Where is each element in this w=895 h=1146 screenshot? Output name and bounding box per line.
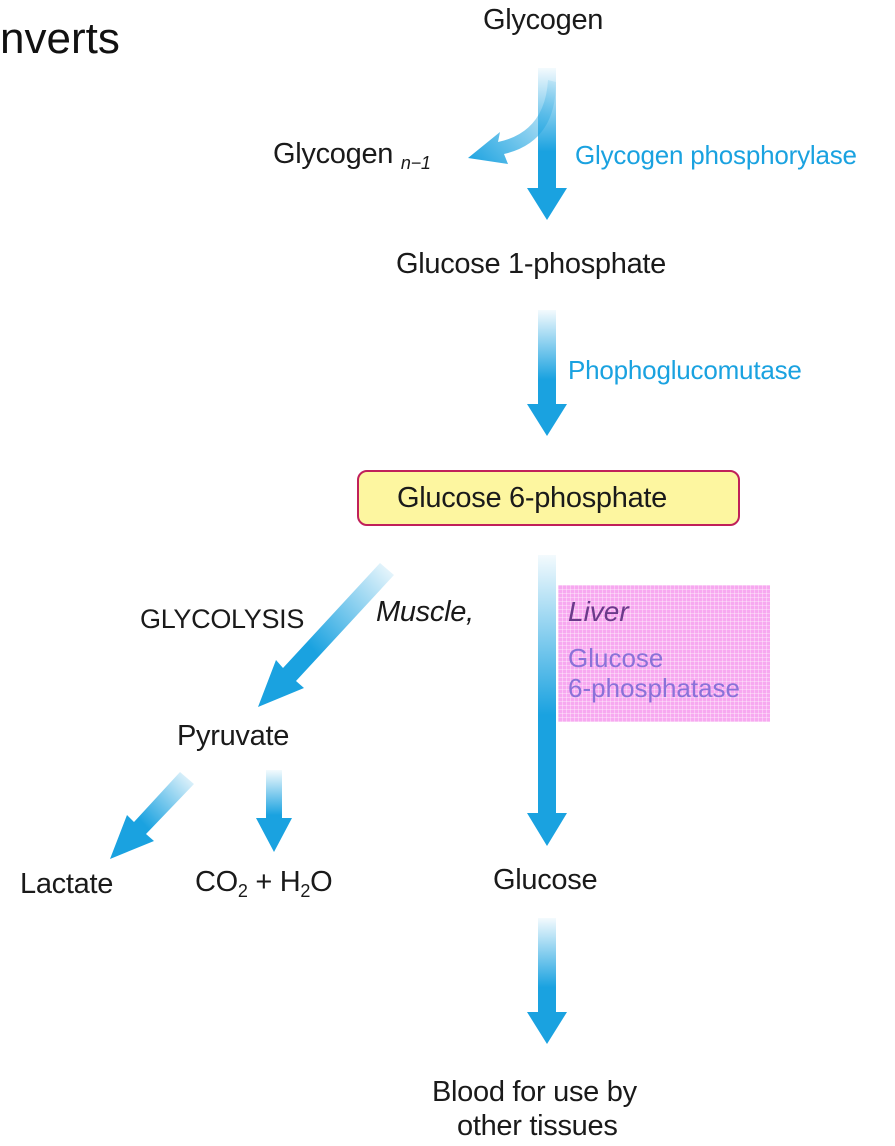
node-lactate: Lactate xyxy=(20,868,114,900)
glycogen-n1-subscript: n−1 xyxy=(400,153,431,173)
node-glucose-1-phosphate: Glucose 1-phosphate xyxy=(396,248,666,280)
plus-h-label: + H xyxy=(247,866,301,898)
tissue-liver: Liver xyxy=(568,596,629,627)
node-blood-line2: other tissues xyxy=(457,1110,618,1142)
label-glycolysis: GLYCOLYSIS xyxy=(140,604,305,634)
arrow-glucose-to-blood xyxy=(527,918,567,1044)
enzyme-phosphoglucomutase: Phophoglucomutase xyxy=(568,355,802,385)
co2-subscript: 2 xyxy=(237,881,248,901)
glucose-6-phosphate-highlight-box xyxy=(357,470,740,526)
enzyme-glycogen-phosphorylase: Glycogen phosphorylase xyxy=(575,140,857,170)
tissue-muscle: Muscle, xyxy=(376,596,474,628)
node-co2-h2o: CO2 + H2O xyxy=(195,866,333,901)
node-glucose: Glucose xyxy=(493,864,598,896)
co2-label: CO xyxy=(195,866,238,898)
glycogen-n1-label: Glycogen xyxy=(273,138,394,170)
arrow-pyruvate-to-co2 xyxy=(256,770,292,852)
liver-highlight-box xyxy=(558,585,770,722)
arrow-glycogen-to-glycogen-n1 xyxy=(468,80,556,164)
arrow-glycogen-to-g1p xyxy=(527,68,567,220)
arrow-g6p-to-pyruvate xyxy=(258,563,394,707)
arrow-pyruvate-to-lactate xyxy=(110,772,194,859)
enzyme-glucose-6-phosphatase-line2: 6-phosphatase xyxy=(568,673,741,703)
arrow-g6p-to-glucose xyxy=(527,555,567,846)
node-pyruvate: Pyruvate xyxy=(177,720,290,752)
enzyme-glucose-6-phosphatase-line1: Glucose xyxy=(568,643,664,673)
arrow-g1p-to-g6p xyxy=(527,310,567,436)
node-blood-line1: Blood for use by xyxy=(432,1076,637,1108)
slide-title-fragment: nverts xyxy=(0,14,120,63)
node-glycogen: Glycogen xyxy=(483,4,604,36)
node-glucose-6-phosphate: Glucose 6-phosphate xyxy=(397,482,667,514)
h2o-subscript: 2 xyxy=(300,881,311,901)
o-label: O xyxy=(310,866,333,898)
node-glycogen-n1: Glycogen n−1 xyxy=(273,138,431,173)
